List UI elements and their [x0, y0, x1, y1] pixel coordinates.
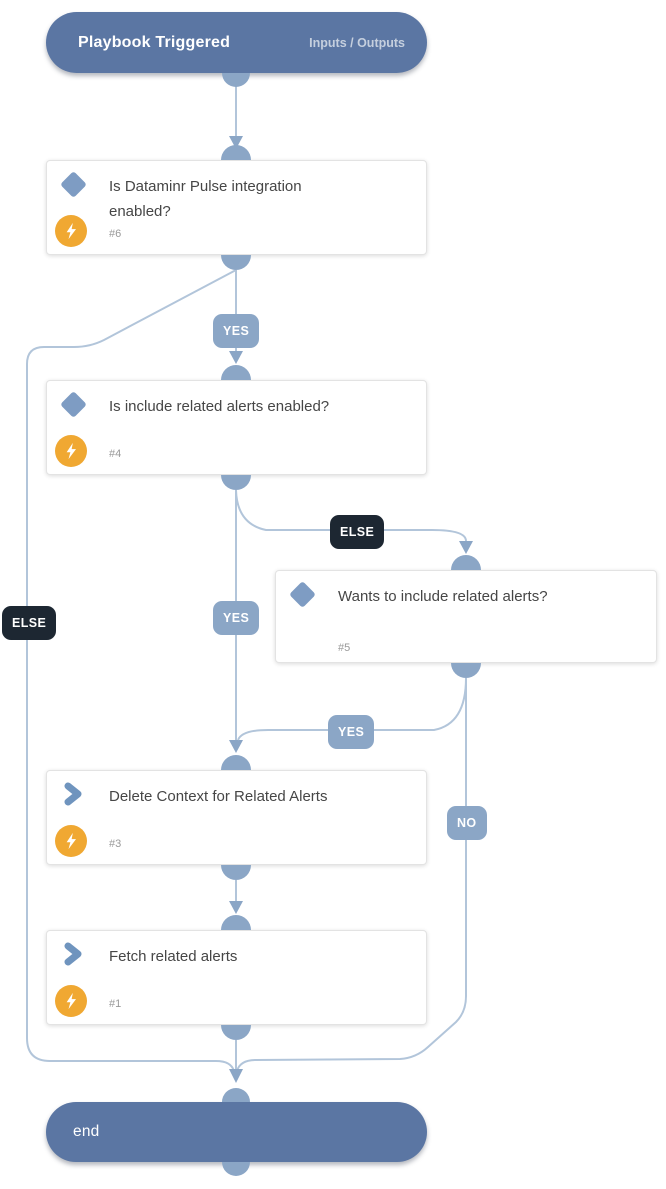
node-card-3[interactable]: Delete Context for Related Alerts #3 — [46, 770, 427, 865]
arrowhead-into-5 — [459, 541, 473, 554]
node-card-6[interactable]: Is Dataminr Pulse integration enabled? #… — [46, 160, 427, 255]
node-card-1[interactable]: Fetch related alerts #1 — [46, 930, 427, 1025]
branch-label-yes-4: YES — [213, 601, 260, 635]
node-id: #5 — [338, 642, 351, 654]
port-4-bottom — [221, 475, 251, 490]
port-start-bottom — [222, 73, 250, 87]
branch-label-yes-5: YES — [328, 715, 375, 749]
port-1-top — [221, 915, 251, 930]
branch-label-else-4: ELSE — [330, 515, 385, 549]
port-6-top — [221, 145, 251, 160]
arrowhead-into-1 — [229, 901, 243, 914]
automation-bolt-icon — [55, 215, 87, 247]
arrowhead-into-6 — [229, 136, 243, 149]
decision-diamond-icon — [289, 581, 316, 608]
branch-label-else-6: ELSE — [2, 606, 57, 640]
port-1-bottom — [221, 1025, 251, 1040]
port-3-top — [221, 755, 251, 770]
port-4-top — [221, 365, 251, 380]
port-end-bottom — [222, 1162, 250, 1176]
start-block[interactable]: Playbook Triggered Inputs / Outputs — [46, 12, 427, 73]
decision-diamond-icon — [60, 391, 87, 418]
node-title: Fetch related alerts — [109, 948, 238, 965]
port-3-bottom — [221, 865, 251, 880]
automation-bolt-icon — [55, 825, 87, 857]
end-block[interactable]: end — [46, 1102, 427, 1162]
node-card-5[interactable]: Wants to include related alerts? #5 — [275, 570, 657, 663]
node-title: Wants to include related alerts? — [338, 588, 548, 605]
node-id: #3 — [109, 838, 122, 850]
node-id: #4 — [109, 448, 122, 460]
inputs-outputs-link[interactable]: Inputs / Outputs — [309, 35, 405, 50]
branch-label-yes-6: YES — [213, 314, 260, 348]
port-6-bottom — [221, 255, 251, 270]
port-end-top — [222, 1088, 250, 1102]
branch-label-no-5: NO — [447, 806, 487, 840]
action-chevron-icon — [61, 942, 85, 966]
decision-diamond-icon — [60, 171, 87, 198]
action-chevron-icon — [61, 782, 85, 806]
node-card-4[interactable]: Is include related alerts enabled? #4 — [46, 380, 427, 475]
arrowhead-into-end — [229, 1069, 243, 1083]
node-id: #1 — [109, 998, 122, 1010]
node-id: #6 — [109, 228, 122, 240]
port-5-bottom — [451, 663, 481, 678]
node-title: Is include related alerts enabled? — [109, 398, 330, 415]
node-title: Is Dataminr Pulse integration enabled? — [109, 178, 302, 220]
automation-bolt-icon — [55, 985, 87, 1017]
automation-bolt-icon — [55, 435, 87, 467]
node-title: Delete Context for Related Alerts — [109, 788, 328, 805]
start-block-title: Playbook Triggered — [78, 33, 231, 51]
port-5-top — [451, 555, 481, 570]
arrowhead-into-4 — [229, 351, 243, 364]
end-block-title: end — [73, 1123, 100, 1140]
arrowhead-into-3 — [229, 740, 243, 753]
